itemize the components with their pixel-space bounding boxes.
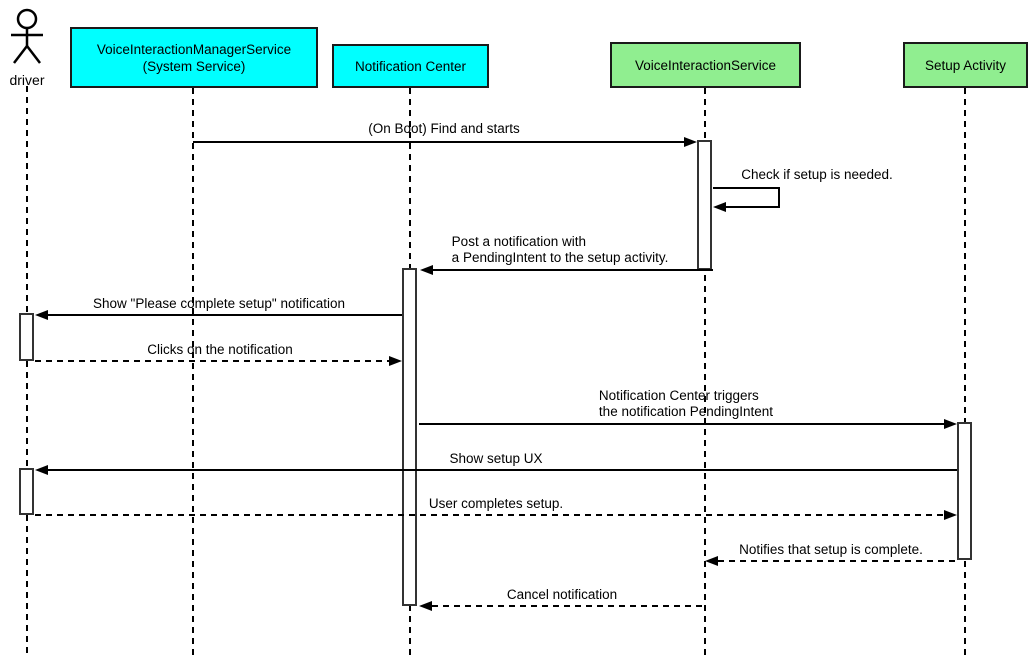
- arrowhead-icon: [944, 510, 957, 520]
- message-label: Show setup UX: [449, 451, 543, 466]
- message-label: Show "Please complete setup" notificatio…: [93, 296, 345, 311]
- arrowhead-icon: [420, 265, 433, 275]
- actor-driver: driver: [4, 6, 50, 88]
- participant-label: VoiceInteractionManagerService (System S…: [96, 41, 292, 74]
- arrowhead-icon: [35, 310, 48, 320]
- message-label: User completes setup.: [428, 496, 564, 511]
- message-line: [432, 605, 705, 607]
- arrowhead-icon: [705, 556, 718, 566]
- arrowhead-icon: [713, 202, 726, 212]
- lifeline-voice-interaction-manager-service: [192, 88, 194, 658]
- participant-setup-activity: Setup Activity: [903, 42, 1028, 88]
- message-label: Notification Center triggers the notific…: [598, 388, 774, 419]
- activation-setup-activity: [957, 422, 972, 560]
- participant-label: Setup Activity: [924, 57, 1007, 73]
- activation-driver-2: [19, 468, 34, 515]
- self-message-top-line: [713, 187, 780, 189]
- lifeline-voice-interaction-service: [704, 88, 706, 658]
- message-label: Check if setup is needed.: [741, 167, 893, 182]
- message-line: [35, 514, 945, 516]
- participant-voice-interaction-manager-service: VoiceInteractionManagerService (System S…: [70, 27, 318, 88]
- message-line: [193, 141, 685, 143]
- actor-driver-label: driver: [9, 72, 45, 88]
- message-line: [48, 469, 957, 471]
- participant-voice-interaction-service: VoiceInteractionService: [610, 42, 801, 88]
- arrowhead-icon: [389, 356, 402, 366]
- message-label: Cancel notification: [506, 587, 618, 602]
- message-line: [433, 269, 713, 271]
- arrowhead-icon: [35, 465, 48, 475]
- arrowhead-icon: [419, 601, 432, 611]
- participant-label: VoiceInteractionService: [634, 57, 777, 73]
- message-line: [718, 560, 957, 562]
- message-label: Post a notification with a PendingIntent…: [451, 234, 669, 265]
- self-message-side-line: [778, 187, 780, 208]
- message-line: [419, 423, 945, 425]
- activation-voice-interaction-service: [697, 140, 712, 270]
- message-label: Clicks on the notification: [147, 342, 293, 357]
- message-line: [35, 360, 389, 362]
- message-label: (On Boot) Find and starts: [368, 121, 520, 136]
- arrowhead-icon: [944, 419, 957, 429]
- self-message-bottom-line: [726, 206, 780, 208]
- lifeline-setup-activity: [964, 88, 966, 658]
- activation-driver-1: [19, 313, 34, 361]
- message-label: Notifies that setup is complete.: [739, 542, 923, 557]
- actor-stick-figure-icon: [11, 8, 43, 64]
- message-line: [48, 314, 402, 316]
- participant-label: Notification Center: [354, 58, 467, 74]
- activation-notification-center: [402, 268, 417, 606]
- lifeline-driver: [26, 86, 28, 658]
- participant-notification-center: Notification Center: [332, 44, 489, 88]
- arrowhead-icon: [684, 137, 697, 147]
